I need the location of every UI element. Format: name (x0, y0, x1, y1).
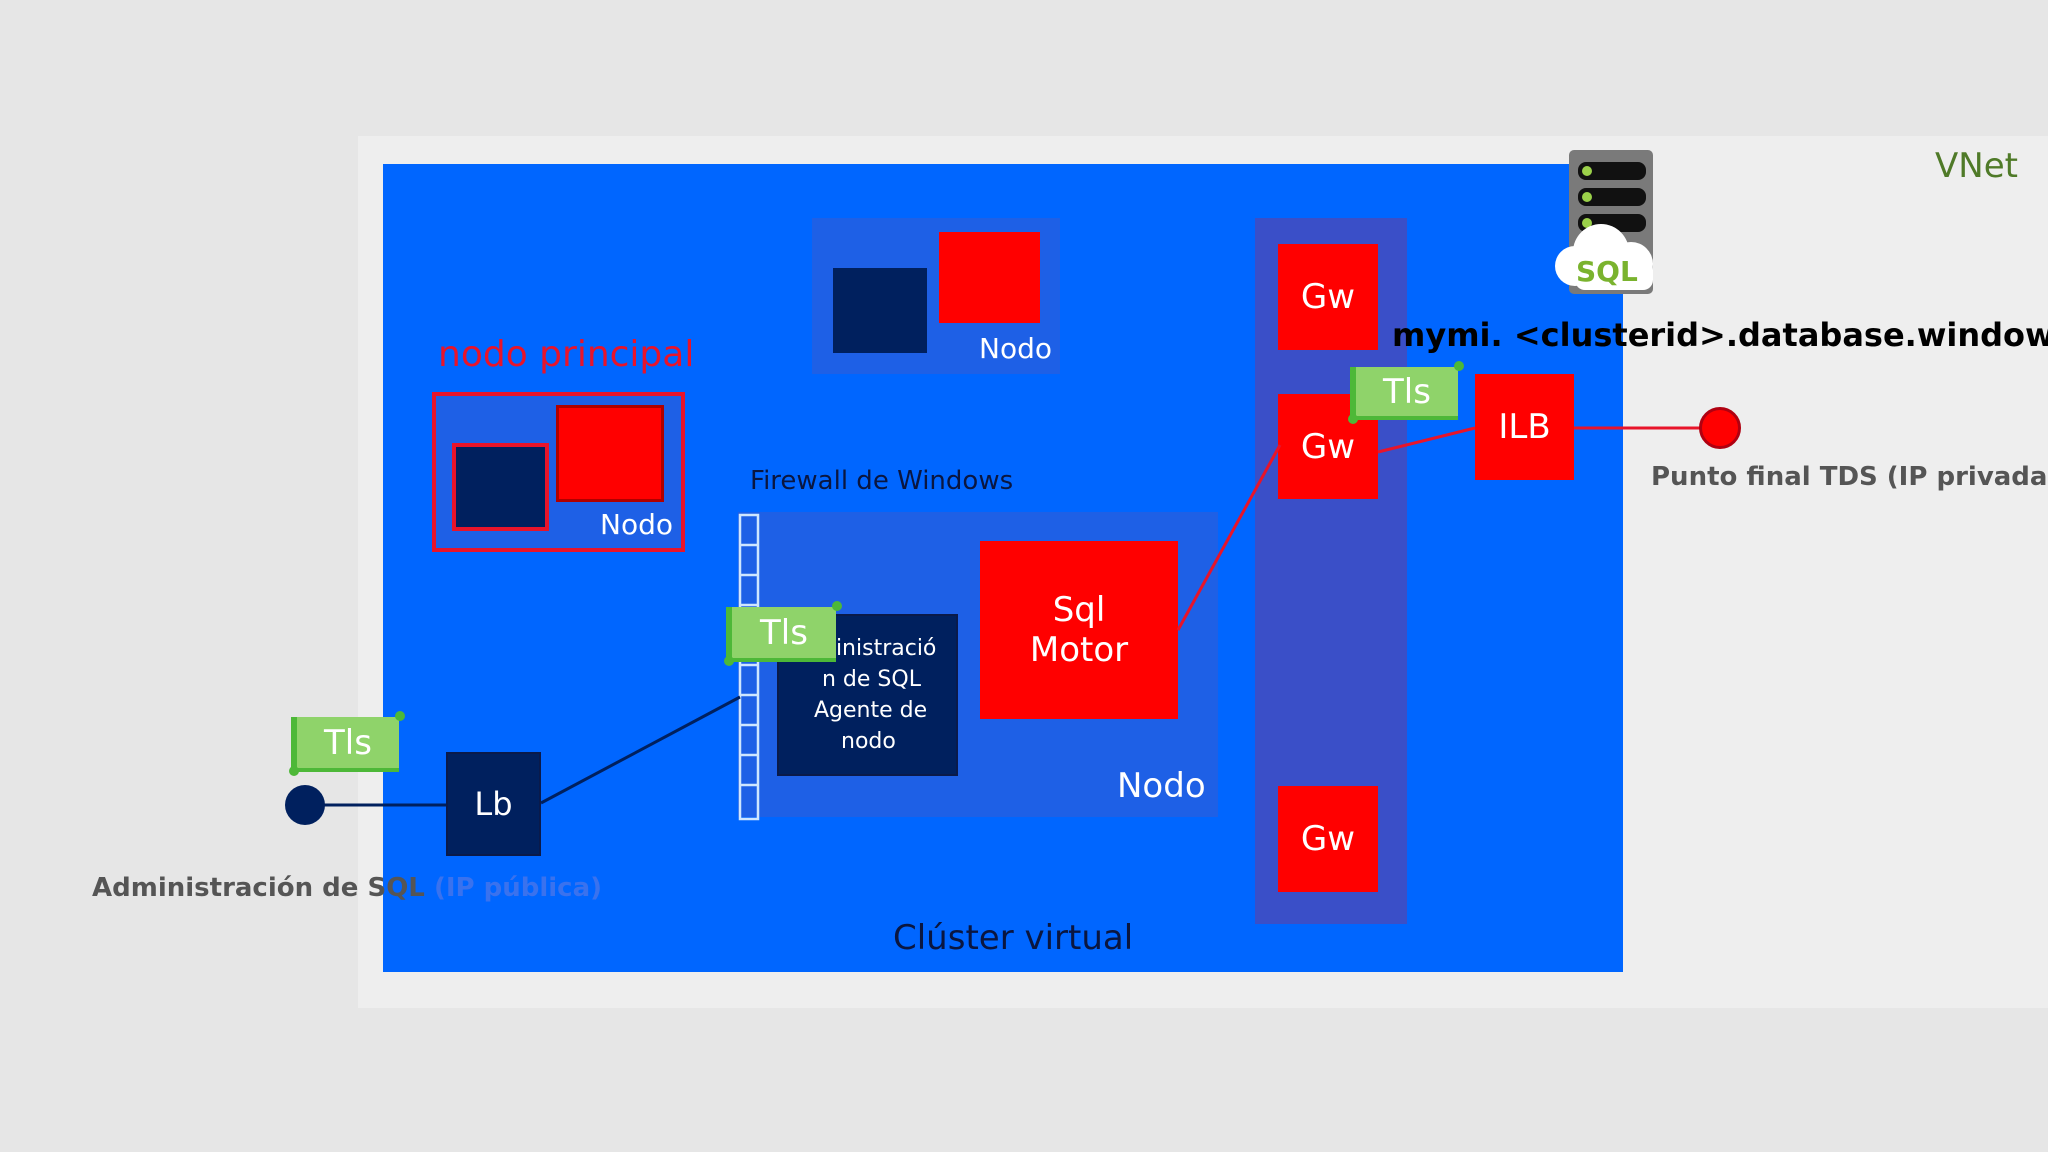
tls-label-gateway: Tls (1383, 371, 1431, 412)
top-node-navy-square (833, 268, 927, 353)
firewall-label: Firewall de Windows (750, 466, 1014, 496)
primary-node-title: nodo principal (438, 334, 695, 375)
top-node-red-square (939, 232, 1040, 323)
primary-node-red-square (556, 405, 664, 502)
primary-node-navy-square (452, 443, 549, 531)
tls-label-firewall: Tls (760, 612, 808, 653)
sql-agent-line-2: n de SQL (822, 667, 921, 692)
tls-badge-firewall: Tls (724, 601, 842, 666)
sql-management-label-visible: Administración de SQL (92, 873, 425, 903)
ilb-box: ILB (1475, 374, 1574, 480)
load-balancer-label: Lb (474, 785, 513, 823)
gateway-box-1: Gw (1278, 244, 1378, 350)
vnet-label: VNet (1935, 146, 2018, 186)
sql-engine-line-1: Sql (1052, 590, 1106, 630)
tls-badge-gateway: Tls (1348, 361, 1464, 424)
lb-to-firewall-line (540, 695, 741, 805)
firewall-icon (738, 513, 760, 821)
sql-agent-line-1: ninistració (822, 636, 937, 661)
primary-node-label: Nodo (600, 508, 673, 541)
sql-management-label: Administración de SQL (IP pública) (92, 873, 602, 903)
gateway-label-1: Gw (1300, 277, 1356, 317)
dns-name: mymi. <clusterid>.database.windows.net (1392, 316, 2048, 354)
virtual-cluster-label: Clúster virtual (893, 918, 1134, 958)
engine-node-label: Nodo (1117, 766, 1206, 806)
sql-engine-line-2: Motor (1029, 630, 1129, 670)
tds-endpoint-label: Punto final TDS (IP privada) (1651, 462, 2048, 492)
public-endpoint-dot (285, 785, 325, 825)
gateway-label-3: Gw (1300, 819, 1356, 859)
ilb-label: ILB (1498, 407, 1551, 447)
gateway-label-2: Gw (1300, 426, 1356, 467)
tds-endpoint-dot (1699, 407, 1741, 449)
tls-label-public: Tls (324, 722, 372, 763)
sql-engine-box: Sql Motor (980, 541, 1178, 719)
sql-agent-line-4: nodo (841, 729, 896, 754)
gateway-to-ilb-line (1377, 426, 1476, 454)
top-node-label: Nodo (979, 332, 1052, 365)
tls-badge-public: Tls (289, 711, 405, 776)
sql-server-icon (1555, 150, 1653, 294)
gateway-box-3: Gw (1278, 786, 1378, 892)
engine-to-gateway-line (1176, 444, 1282, 631)
load-balancer-box: Lb (446, 752, 541, 856)
sql-agent-line-3: Agente de (814, 698, 928, 723)
sql-icon-text: SQL (1576, 255, 1638, 288)
sql-management-label-obscured: (IP pública) (433, 873, 602, 903)
